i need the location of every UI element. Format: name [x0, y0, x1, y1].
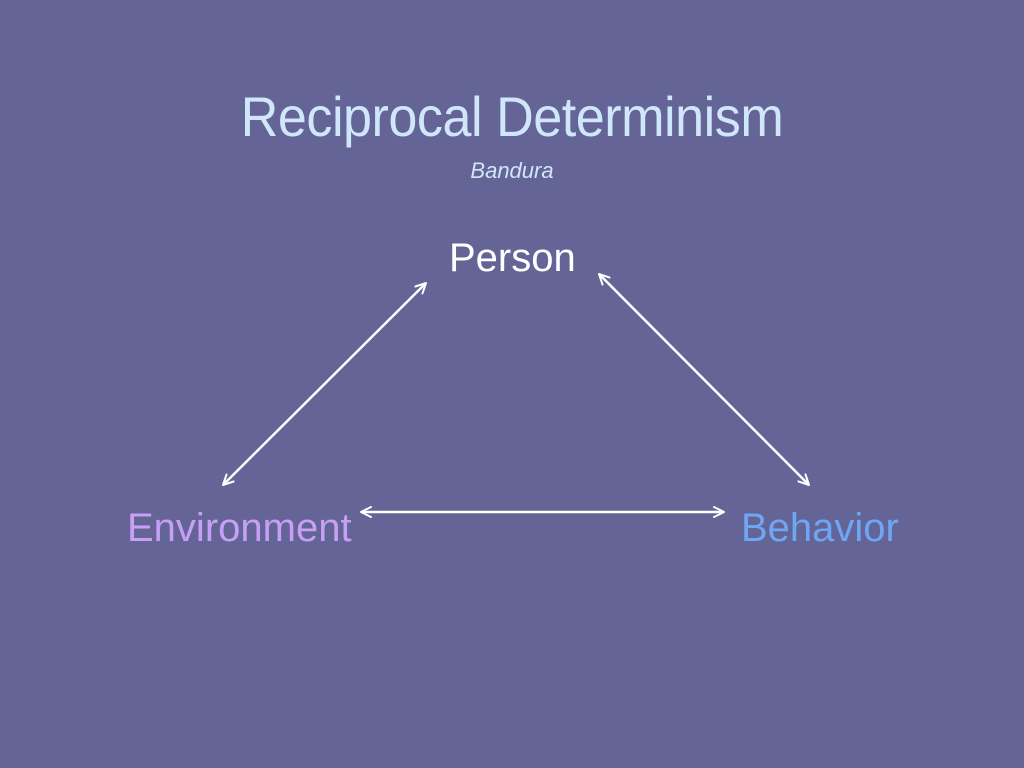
arrow-person-behavior: [598, 273, 810, 486]
slide-title: Reciprocal Determinism: [240, 85, 784, 148]
node-environment: Environment: [127, 506, 352, 550]
node-behavior: Behavior: [741, 506, 899, 550]
node-person: Person: [449, 236, 576, 280]
slide-subtitle: Bandura: [470, 158, 554, 183]
arrow-environment-person: [222, 282, 427, 486]
